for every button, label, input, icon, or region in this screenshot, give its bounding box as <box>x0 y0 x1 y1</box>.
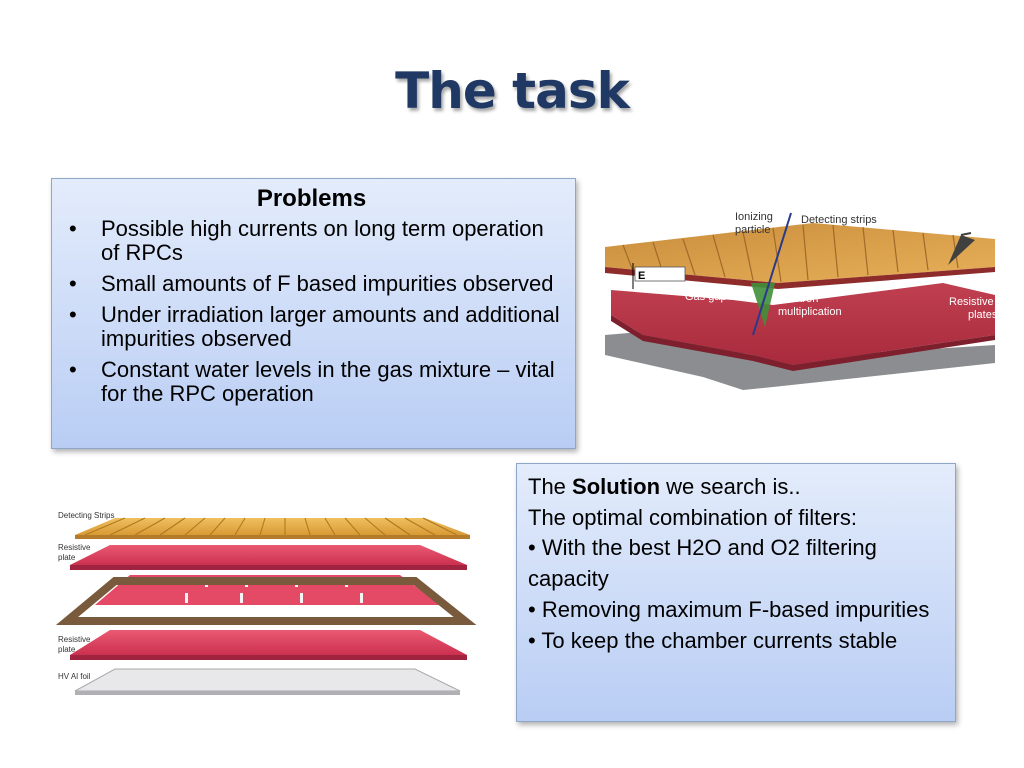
label-detecting-strips-layer: Detecting Strips <box>58 511 114 520</box>
label-resistive-2: Resistive <box>58 635 91 644</box>
problem-item: •Constant water levels in the gas mixtur… <box>69 357 555 406</box>
label-hv-foil: HV Al foil <box>58 672 91 681</box>
solution-box: The Solution we search is.. The optimal … <box>516 463 956 722</box>
problem-item: •Small amounts of F based impurities obs… <box>69 271 554 296</box>
problem-item: •Under irradiation larger amounts and ad… <box>69 302 560 351</box>
layers-diagram: Detecting Strips Resistive plate Resisti… <box>55 511 477 695</box>
label-particle: particle <box>735 224 770 236</box>
problems-list: •Possible high currents on long term ope… <box>62 217 561 406</box>
bullet-icon: • <box>69 216 77 241</box>
label-plate-1: plate <box>58 553 76 562</box>
label-plates: plates <box>968 309 998 321</box>
problem-item: •Possible high currents on long term ope… <box>69 216 544 265</box>
label-gas-gap: Gas gap <box>685 291 727 303</box>
label-electron: Electron <box>778 293 818 305</box>
solution-bullet: • To keep the chamber currents stable <box>528 627 898 653</box>
label-resistive: Resistive <box>949 296 994 308</box>
bullet-icon: • <box>69 271 77 296</box>
solution-bold: Solution <box>572 474 661 499</box>
bullet-icon: • <box>69 357 77 382</box>
bullet-icon: • <box>69 302 77 327</box>
label-multiplication: multiplication <box>778 306 842 318</box>
problems-heading: Problems <box>256 185 367 212</box>
rpc-diagram: E Ionizing particle Detecting strips Gas… <box>605 211 998 390</box>
solution-bullet: • Removing maximum F-based impurities <box>528 596 930 622</box>
label-e-field: E <box>638 270 645 282</box>
solution-intro: The Solution we search is.. <box>528 474 801 499</box>
slide-title: The task <box>395 62 630 120</box>
label-ionizing: Ionizing <box>735 211 773 223</box>
problems-box: Problems •Possible high currents on long… <box>51 178 576 449</box>
label-detecting-strips: Detecting strips <box>801 214 877 226</box>
solution-subtitle: The optimal combination of filters: <box>528 504 857 530</box>
label-resistive-1: Resistive <box>58 543 91 552</box>
label-plate-2: plate <box>58 645 76 654</box>
solution-bullet: • With the best H2O and O2 filtering cap… <box>528 535 877 592</box>
